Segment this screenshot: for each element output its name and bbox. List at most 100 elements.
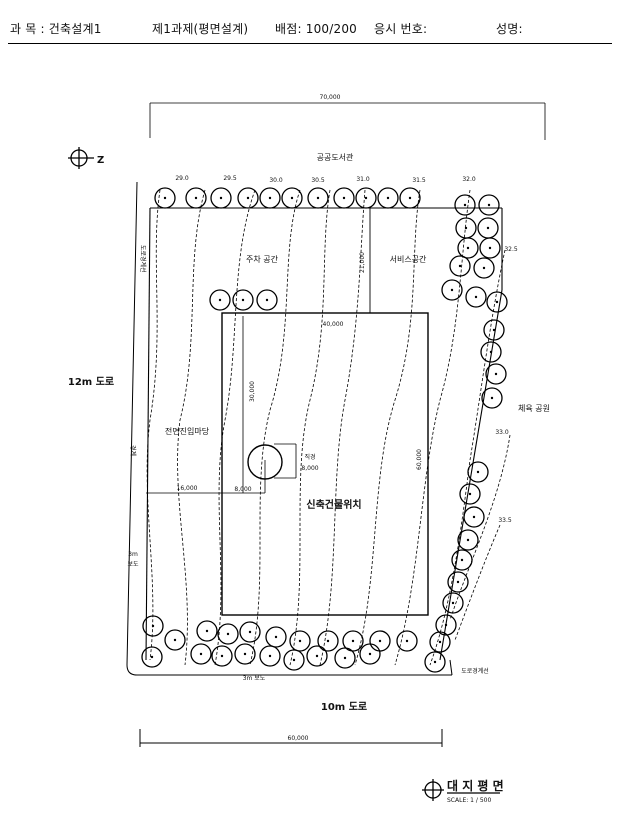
tree-center-dot (351, 639, 355, 643)
name-label: 성명: (496, 22, 523, 36)
exam-number-label: 응시 번호: (374, 22, 428, 36)
tree-center-dot (450, 288, 454, 292)
contour-label: 31.0 (356, 176, 370, 183)
tree-icon (190, 643, 212, 665)
tree-icon (454, 194, 476, 216)
tree-center-dot (474, 295, 478, 299)
tree-center-dot (451, 601, 455, 605)
tree-center-dot (150, 655, 154, 659)
front-yard-label: 전면진입마당 (165, 426, 210, 436)
tree-icon (447, 571, 469, 593)
trees (141, 187, 508, 673)
contour-label: 29.0 (175, 175, 189, 182)
tree-icon (232, 289, 254, 311)
contour-label: 32.0 (462, 176, 476, 183)
tree-icon (234, 643, 256, 665)
tree-center-dot (218, 298, 222, 302)
dim-30000: 30,000 (249, 381, 256, 402)
tree-icon (441, 279, 463, 301)
tree-center-dot (386, 196, 390, 200)
diameter-value: 8,000 (301, 465, 318, 472)
tree-center-dot (364, 196, 368, 200)
tree-icon (334, 647, 356, 669)
sidewalk-left-2: 보도 (127, 561, 139, 568)
boundary-left-label: 도로경계선 (139, 245, 147, 273)
contour-label: 31.5 (412, 177, 426, 184)
boundary-bottom-label: 도로경계선 (461, 667, 489, 675)
tree-icon (467, 461, 489, 483)
scale-label: SCALE: 1 / 500 (447, 797, 491, 804)
bottom-dimension-text: 60,000 (288, 735, 309, 742)
tree-icon (289, 630, 311, 652)
tree-center-dot (268, 654, 272, 658)
tree-icon (483, 319, 505, 341)
tree-center-dot (487, 203, 491, 207)
tree-center-dot (438, 640, 442, 644)
tree-center-dot (220, 654, 224, 658)
subject-label: 과 목 : 건축설계1 (10, 22, 102, 36)
header-rule (8, 43, 612, 44)
tree-center-dot (464, 226, 468, 230)
dim-16000: 16,000 (177, 485, 198, 492)
tree-center-dot (458, 264, 462, 268)
tree-icon (481, 387, 503, 409)
tree-center-dot (492, 328, 496, 332)
tree-center-dot (466, 538, 470, 542)
tree-center-dot (315, 654, 319, 658)
tree-center-dot (342, 196, 346, 200)
tree-icon (209, 289, 231, 311)
tree-center-dot (241, 298, 245, 302)
tree-center-dot (248, 630, 252, 634)
tree-center-dot (219, 196, 223, 200)
contour-label: 29.5 (223, 175, 237, 182)
new-building-label: 신축건물위치 (306, 498, 361, 511)
tree-center-dot (343, 656, 347, 660)
tree-center-dot (466, 246, 470, 250)
road-left-label: 12m 도로 (68, 376, 114, 388)
tree-icon (281, 187, 303, 209)
dim-8000-horizontal: 8,000 (234, 486, 251, 493)
tree-center-dot (433, 660, 437, 664)
tree-center-dot (290, 196, 294, 200)
north-label: Z (97, 155, 104, 166)
sports-park-label: 체육 공원 (518, 403, 550, 413)
parking-label: 주차 공간 (246, 254, 279, 264)
score-label: 배점: 100/200 (275, 22, 357, 36)
tree-icon (486, 291, 508, 313)
tree-icon (211, 645, 233, 667)
service-space-label: 서비스공간 (390, 254, 427, 264)
tree-center-dot (226, 632, 230, 636)
tree-icon (485, 363, 507, 385)
tree-icon (239, 621, 261, 643)
road-bottom-label: 10m 도로 (321, 701, 367, 713)
tree-center-dot (468, 492, 472, 496)
tree-center-dot (472, 515, 476, 519)
tree-icon (465, 286, 487, 308)
tree-center-dot (265, 298, 269, 302)
tree-center-dot (316, 196, 320, 200)
tree-icon (259, 187, 281, 209)
tree-center-dot (456, 580, 460, 584)
plan-title: 대 지 평 면 (447, 778, 504, 793)
tree-center-dot (274, 635, 278, 639)
sidewalk-left-1: 3m (128, 551, 138, 558)
tree-center-dot (243, 652, 247, 656)
tree-center-dot (495, 300, 499, 304)
contour-label: 33.0 (495, 429, 509, 436)
tree-icon (265, 626, 287, 648)
tree-center-dot (298, 639, 302, 643)
tree-center-dot (482, 266, 486, 270)
tree-icon (457, 237, 479, 259)
inner-dimensions (146, 316, 297, 494)
tree-icon (142, 615, 164, 637)
tree-icon (164, 629, 186, 651)
tree-center-dot (268, 196, 272, 200)
tree-center-dot (378, 639, 382, 643)
tree-icon (463, 506, 485, 528)
tree-icon (429, 631, 451, 653)
tree-center-dot (486, 226, 490, 230)
assignment-label: 제1과제(평면설계) (152, 22, 249, 36)
tree-center-dot (463, 203, 467, 207)
tree-icon (333, 187, 355, 209)
tree-icon (307, 187, 329, 209)
